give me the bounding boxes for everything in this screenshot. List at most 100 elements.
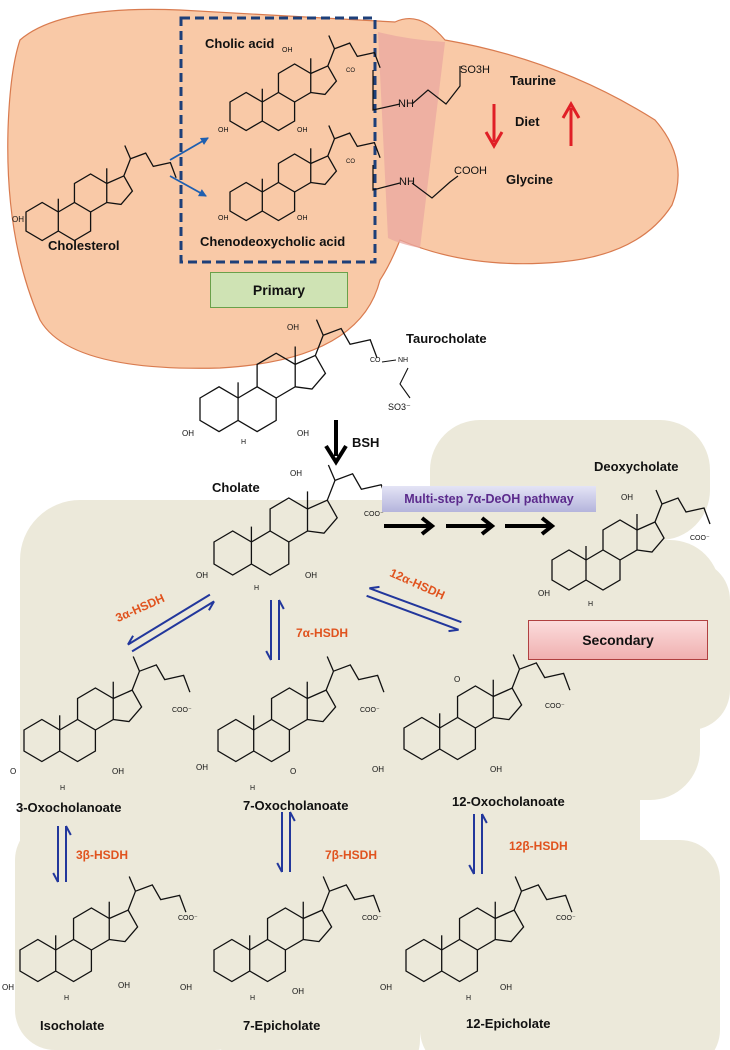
side-methyl — [328, 125, 336, 140]
cholate-h5: H — [254, 585, 259, 592]
diet-down-arrow — [484, 104, 504, 150]
secondary-box: Secondary — [528, 620, 708, 660]
epi7-label: 7-Epicholate — [243, 1018, 321, 1033]
cholesterol-label: Cholesterol — [48, 238, 120, 253]
dc-coo: COO⁻ — [690, 535, 710, 542]
arrow-12a-fwd — [366, 594, 459, 631]
tc-link — [381, 359, 411, 399]
arrow-3b-fwd-head — [52, 872, 59, 883]
arrow-3b-rev-head — [65, 825, 72, 836]
ring-2 — [458, 907, 496, 951]
oxo7-label: 7-Oxocholanoate — [243, 798, 349, 813]
arrow-to-cdca — [169, 175, 207, 197]
ring-3 — [112, 689, 143, 723]
ring-2 — [266, 907, 304, 951]
side-chain — [513, 884, 573, 913]
ring-0 — [229, 91, 263, 132]
ring-3 — [302, 909, 333, 943]
steroid-epi7 — [213, 876, 381, 983]
primary-label: Primary — [252, 282, 306, 298]
diet-up-arrow — [561, 100, 581, 146]
cholate-oh3: OH — [196, 571, 208, 580]
ring-3 — [108, 909, 139, 943]
primary-dashed-box — [179, 16, 377, 264]
cdca-oh3: OH — [218, 215, 229, 222]
ring-3 — [636, 521, 665, 553]
enzyme-7a-label: 7α-HSDH — [296, 626, 349, 640]
intestine-loop-11 — [300, 820, 500, 900]
enzyme-3b-label: 3β-HSDH — [76, 848, 128, 862]
epi7-coo: COO⁻ — [362, 915, 382, 922]
enzyme-7b-label: 7β-HSDH — [325, 848, 377, 862]
intestine-loop-1 — [30, 560, 140, 650]
arrow-12a-fwd-head — [448, 628, 459, 633]
liver-shape — [7, 8, 679, 369]
steroid-oxo12 — [403, 654, 571, 761]
arrow-7b-fwd-head — [276, 862, 283, 873]
oxo12-oh7: OH — [490, 765, 502, 774]
ring-1 — [57, 201, 92, 242]
ring-2 — [72, 907, 110, 951]
cholic-co: CO — [346, 68, 355, 74]
glycine-label: Glycine — [506, 172, 553, 187]
ring-1 — [585, 549, 621, 591]
pathway-box: Multi-step 7α-DeOH pathway — [382, 486, 596, 512]
tc-nh: NH — [398, 357, 408, 364]
ring-3 — [494, 909, 525, 943]
steroid-cholesterol — [25, 145, 177, 242]
ring-3 — [307, 499, 338, 534]
side-chain — [654, 497, 711, 525]
oxo3-h: H — [60, 785, 65, 792]
arrows-layer — [52, 100, 581, 883]
side-chain — [314, 327, 378, 358]
ring-2 — [256, 352, 296, 399]
arrow-3a-rev — [131, 600, 215, 653]
steroid-cdca — [229, 125, 381, 222]
side-methyl — [132, 656, 141, 672]
steroid-oxo3 — [23, 656, 191, 763]
side-chain — [131, 664, 191, 693]
oxo12-o: O — [454, 675, 460, 684]
deoxycholate-label: Deoxycholate — [594, 459, 679, 474]
taurine-label: Taurine — [510, 73, 556, 88]
dc-h5: H — [588, 601, 593, 608]
arrow-3a-fwd — [127, 593, 211, 646]
enzyme-12b-label: 12β-HSDH — [509, 839, 568, 853]
tc-oh3: OH — [182, 429, 194, 438]
epi7-h: H — [250, 995, 255, 1002]
oxo3-label: 3-Oxocholanoate — [16, 800, 122, 815]
deoh-arrow-2 — [505, 516, 556, 536]
oxo3-o: O — [10, 767, 16, 776]
ring-3 — [310, 155, 338, 186]
side-chain — [511, 662, 571, 691]
ring-0 — [25, 201, 59, 242]
oxo3-coo: COO⁻ — [172, 707, 192, 714]
ring-3 — [492, 687, 523, 721]
intestine-loop-12 — [180, 720, 300, 920]
side-methyl — [128, 876, 137, 892]
tc-h5: H — [241, 439, 246, 446]
iso-coo: COO⁻ — [178, 915, 198, 922]
iso-oh3: OH — [2, 983, 14, 992]
oxo7-h: H — [250, 785, 255, 792]
arrow-12a-rev-head — [369, 585, 380, 590]
cholic-acid-label: Cholic acid — [205, 36, 275, 51]
bsh-arrow — [324, 420, 348, 466]
tc-oh7: OH — [297, 429, 309, 438]
side-chain — [127, 884, 187, 913]
oxo3-oh7: OH — [112, 767, 124, 776]
oxo12-label: 12-Oxocholanoate — [452, 794, 565, 809]
side-chain — [321, 884, 381, 913]
side-methyl — [326, 656, 335, 672]
ring-3 — [106, 175, 134, 206]
cholate-label: Cholate — [212, 480, 260, 495]
arrow-7b-rev-head — [289, 811, 296, 822]
arrow-12b-rev-head — [481, 813, 488, 824]
isocholate-label: Isocholate — [40, 1018, 105, 1033]
side-methyl — [328, 35, 336, 50]
ring-1 — [251, 530, 290, 576]
ring-2 — [73, 173, 108, 213]
ring-0 — [213, 530, 253, 576]
ring-1 — [237, 386, 277, 433]
